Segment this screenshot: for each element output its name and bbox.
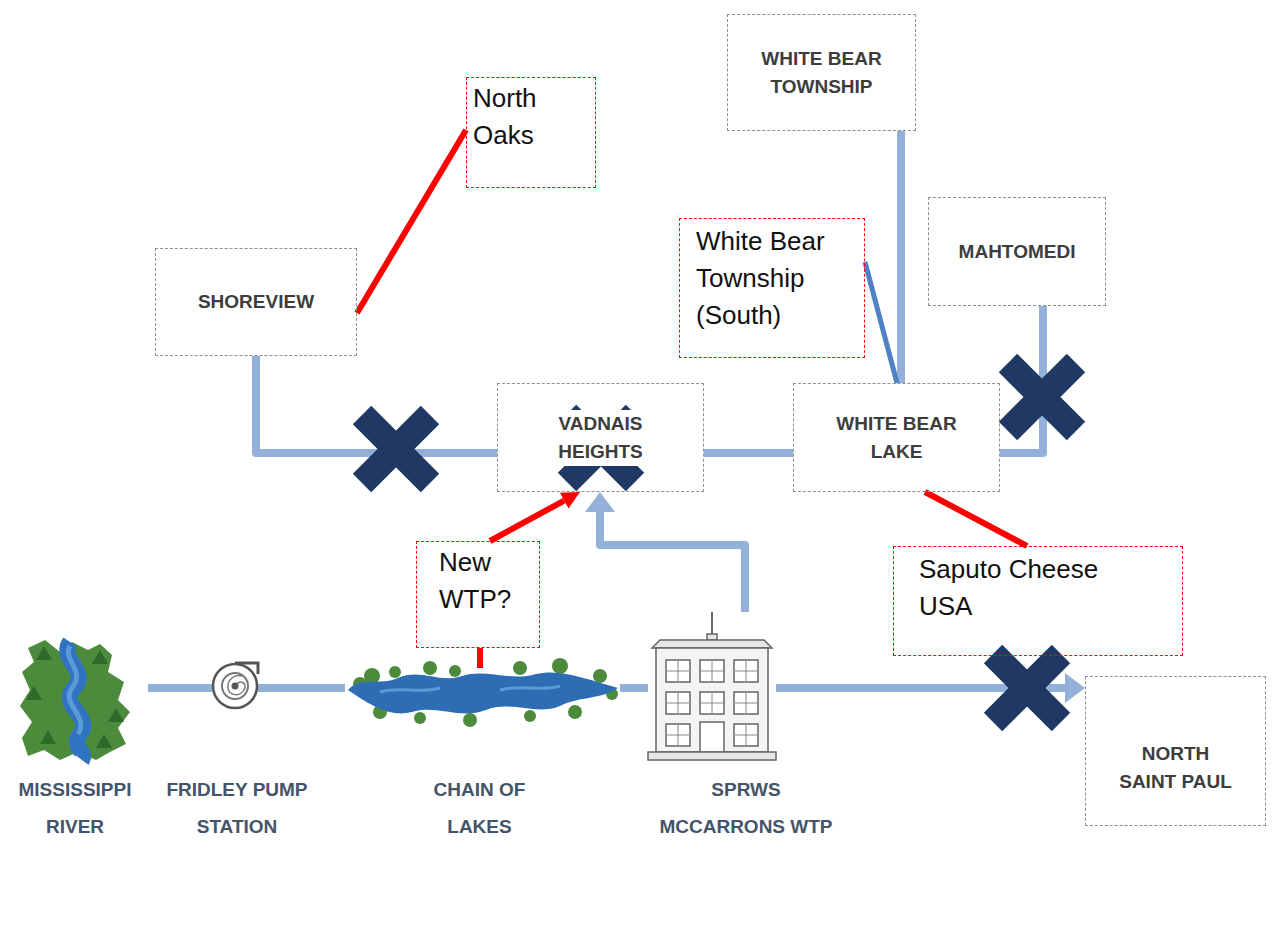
pipe-line (258, 684, 345, 692)
box-label: White Bear Township (South) (696, 223, 856, 334)
cross-mark (1008, 363, 1076, 431)
building-icon (707, 634, 717, 640)
icon-label: CHAIN OF LAKES (430, 771, 530, 845)
cross-mark (362, 415, 430, 483)
city-box: SHOREVIEW (155, 248, 357, 356)
lakes-icon (380, 686, 560, 692)
pipe-line (925, 492, 1027, 546)
box-label: SHOREVIEW (195, 288, 317, 316)
building-icon (700, 722, 724, 752)
pipe-line (865, 262, 897, 383)
box-label: New WTP? (439, 544, 531, 618)
box-label: North Oaks (473, 80, 573, 154)
cross-mark (1008, 363, 1076, 431)
pump-icon: FRIDLEY PUMP STATION (212, 663, 258, 709)
lakes-icon (449, 665, 461, 677)
box-label: Saputo Cheese USA (919, 551, 1124, 625)
lakes-icon (348, 672, 618, 713)
lakes-icon (389, 666, 401, 678)
pump-icon (213, 663, 258, 708)
pipe-line (704, 449, 793, 457)
pipe-line (477, 648, 483, 668)
box-label: WHITE BEAR TOWNSHIP (746, 45, 897, 101)
pump-icon (213, 664, 257, 708)
pump-icon (228, 676, 245, 695)
building-icon (711, 612, 713, 636)
lakes-icon (364, 668, 380, 684)
cross-mark (362, 415, 430, 483)
pipe-line (148, 684, 212, 692)
building-icon (652, 640, 772, 648)
lakes-icon (568, 705, 582, 719)
plant-icon: SPRWS MCCARRONS WTP (648, 612, 776, 760)
pipe-line (897, 131, 905, 383)
building-icon (666, 660, 758, 752)
cross-mark (993, 654, 1061, 722)
cross-mark (362, 363, 1076, 722)
callout-box: White Bear Township (South) (679, 218, 865, 358)
building-icon (666, 660, 758, 746)
lakes-icon (423, 661, 437, 675)
river-icon (20, 640, 130, 760)
box-label: MAHTOMEDI (956, 238, 1079, 266)
pump-icon (232, 683, 239, 690)
lakes-icon: CHAIN OF LAKES (345, 668, 620, 722)
box-label: NORTH SAINT PAUL (1112, 740, 1240, 796)
pipe-line (600, 512, 745, 612)
cross-mark (993, 654, 1061, 722)
pipe-line (620, 684, 648, 692)
icon-label: FRIDLEY PUMP STATION (162, 771, 312, 845)
city-box: VADNAIS HEIGHTS (497, 383, 704, 492)
lakes-icon (463, 713, 477, 727)
river-icon (67, 642, 83, 760)
lakes-icon (414, 712, 426, 724)
lakes-icon (552, 658, 568, 674)
lakes-icon (593, 669, 607, 683)
lakes-icon (513, 661, 527, 675)
city-box: NORTH SAINT PAUL (1085, 676, 1266, 826)
cross-mark (993, 654, 1061, 722)
box-label: WHITE BEAR LAKE (821, 410, 972, 466)
city-box: MAHTOMEDI (928, 197, 1106, 306)
lakes-icon (348, 658, 618, 727)
river-icon (20, 640, 130, 760)
callout-box: Saputo Cheese USA (893, 546, 1183, 656)
city-box: WHITE BEAR TOWNSHIP (727, 14, 916, 131)
lakes-icon (524, 710, 536, 722)
building-icon (648, 752, 776, 760)
icon-label: SPRWS MCCARRONS WTP (654, 771, 839, 845)
building-icon (656, 648, 768, 752)
box-label: VADNAIS HEIGHTS (525, 410, 676, 466)
pipe-line (490, 501, 564, 541)
icon-label: MISSISSIPPI RIVER (13, 771, 138, 845)
pump-icon (222, 673, 248, 699)
cross-mark (1008, 363, 1076, 431)
callout-box: North Oaks (466, 77, 596, 188)
building-icon (648, 612, 776, 760)
city-box: WHITE BEAR LAKE (793, 383, 1000, 492)
callout-box: New WTP? (416, 541, 540, 648)
cross-mark (362, 415, 430, 483)
pipe-line (357, 130, 466, 313)
source-icon: MISSISSIPPI RIVER (20, 640, 148, 760)
river-icon (68, 646, 81, 734)
